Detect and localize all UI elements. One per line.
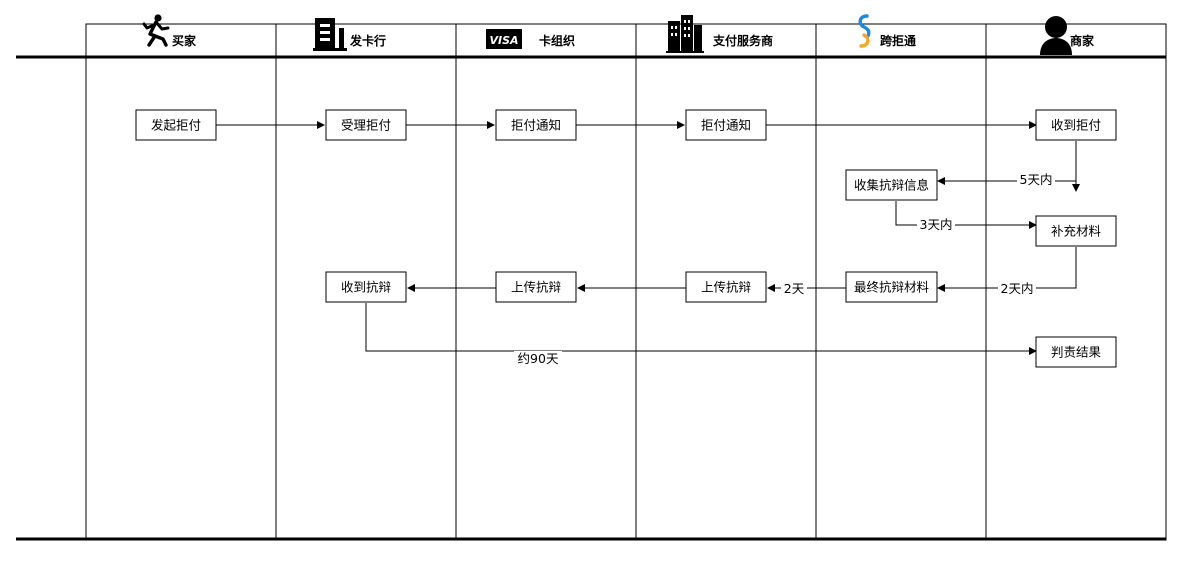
edge-label-2days-b: 2天 [784, 281, 805, 296]
lane-header-network: VISA 卡组织 [486, 29, 575, 49]
node-label-upload-psp: 上传抗辩 [701, 280, 751, 295]
node-label-collect: 收集抗辩信息 [854, 178, 929, 193]
lane-title-psp: 支付服务商 [712, 33, 773, 48]
edge-supplement-final-material [937, 247, 1077, 292]
node-label-final-material: 最终抗辩材料 [854, 280, 930, 295]
lane-title-kujutong: 跨拒通 [880, 33, 916, 48]
node-label-merchant-receive: 收到拒付 [1051, 118, 1101, 133]
lane-grid [16, 23, 1167, 541]
node-upload-network: 上传抗辩 [495, 271, 577, 303]
edge-label-bg-5days [1017, 172, 1055, 187]
edge-label-90days: 约90天 [518, 351, 559, 366]
node-collect: 收集抗辩信息 [845, 169, 938, 201]
node-initiate: 发起拒付 [135, 109, 217, 141]
edge-label-3days: 3天内 [920, 217, 953, 232]
lane-header-kujutong: 跨拒通 [858, 14, 916, 48]
node-verdict: 判责结果 [1035, 336, 1117, 368]
lane-header-psp: 支付服务商 [666, 15, 773, 53]
person-avatar-icon [1040, 16, 1072, 55]
lane-header-issuer: 发卡行 [313, 18, 386, 51]
node-notify-network: 拒付通知 [495, 109, 577, 141]
node-issuer-receive: 收到抗辩 [325, 271, 407, 303]
visa-logo-icon: VISA [486, 29, 522, 49]
running-person-icon [142, 14, 170, 47]
lane-header-buyer: 买家 [142, 14, 197, 48]
kujutong-logo-icon [858, 14, 871, 48]
node-label-verdict: 判责结果 [1051, 345, 1102, 360]
node-label-upload-network: 上传抗辩 [511, 280, 561, 295]
node-supplement: 补充材料 [1035, 215, 1117, 247]
edge-label-5days: 5天内 [1020, 172, 1053, 187]
node-notify-psp: 拒付通知 [685, 109, 767, 141]
lane-title-issuer: 发卡行 [349, 33, 386, 48]
edge-label-bg-3days [917, 217, 955, 232]
nodes: 发起拒付 受理拒付 拒付通知 拒付通知 收到拒付 收集抗辩信息 补充材料 最终 [135, 109, 1117, 368]
node-merchant-receive: 收到拒付 [1035, 109, 1117, 141]
bank-building-icon [313, 18, 347, 51]
node-final-material: 最终抗辩材料 [845, 271, 938, 303]
edge-label-bg-2days-a [998, 281, 1036, 296]
lane-title-buyer: 买家 [172, 33, 197, 48]
visa-logo-text: VISA [489, 34, 518, 47]
node-label-supplement: 补充材料 [1051, 224, 1102, 239]
edge-label-bg-2days-b [781, 281, 807, 296]
node-label-issuer-receive: 收到抗辩 [341, 280, 391, 295]
edge-issuer-receive-verdict [365, 303, 1037, 355]
node-label-accept: 受理拒付 [341, 118, 391, 133]
node-upload-psp: 上传抗辩 [685, 271, 767, 303]
lane-title-merchant: 商家 [1070, 33, 1095, 48]
node-accept: 受理拒付 [325, 109, 407, 141]
node-label-notify-psp: 拒付通知 [701, 118, 751, 133]
edge-label-bg-90days [514, 351, 562, 366]
lane-header-merchant: 商家 [1040, 16, 1095, 55]
node-label-notify-network: 拒付通知 [511, 118, 561, 133]
edge-label-2days-a: 2天内 [1001, 281, 1034, 296]
edge-collect-supplement [895, 201, 1037, 229]
edges: 5天内 3天内 2天内 2天 约90天 [216, 121, 1080, 366]
node-label-initiate: 发起拒付 [151, 118, 201, 133]
lane-title-network: 卡组织 [539, 33, 575, 48]
office-building-icon [666, 15, 704, 53]
